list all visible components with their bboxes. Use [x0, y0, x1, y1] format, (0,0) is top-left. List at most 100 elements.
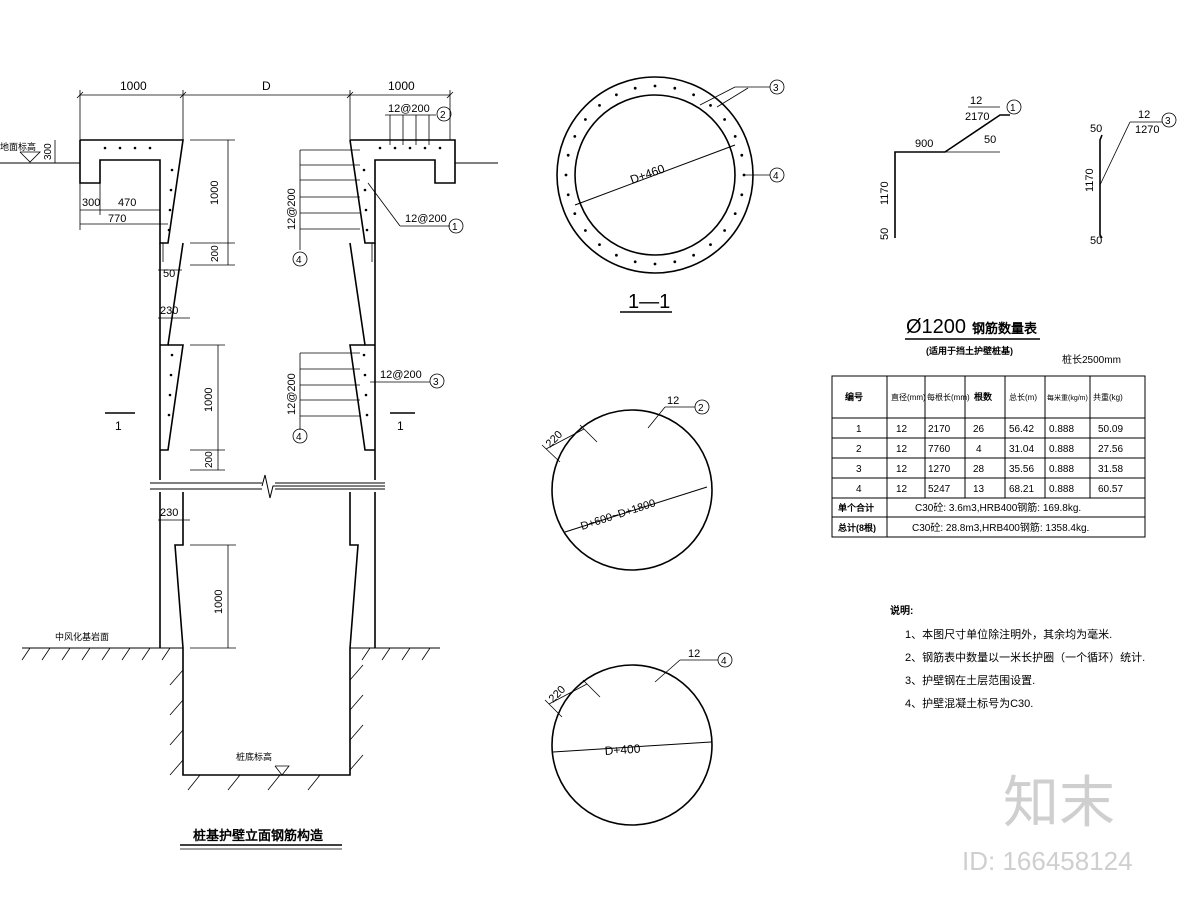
watermark-id: ID: 166458124: [962, 846, 1133, 876]
section-rebar-dot: [673, 260, 677, 264]
section-label: 1—1: [628, 291, 670, 313]
dim-1000-b: 1000: [203, 388, 215, 412]
table-cell: 1: [856, 424, 862, 435]
table-cell: 0.888: [1049, 464, 1074, 475]
section-rebar-dot: [709, 104, 712, 107]
note-item: 2、钢筋表中数量以一米长护圈（一个循环）统计.: [905, 650, 1145, 664]
sum2-label: 总计(8根): [838, 522, 876, 533]
section-diameter: D+460: [628, 161, 667, 186]
ring-2-detail: D+600~D+1800 220 12 2: [541, 395, 713, 571]
section-callout-4: 4: [773, 171, 779, 182]
dim-230-a: 230: [160, 305, 178, 317]
bar1-dia: 12: [970, 95, 982, 107]
section-rebar-dot: [723, 118, 726, 121]
section-rebar-dot: [584, 229, 587, 232]
table-cell: 68.21: [1009, 484, 1034, 495]
dim-770: 770: [108, 213, 126, 225]
section-rebar-dot: [692, 93, 695, 97]
ring2-number: 2: [698, 403, 704, 414]
bar-3-shape: 12 1270 3 50 1170 50: [1084, 109, 1177, 247]
dim-300: 300: [82, 197, 100, 209]
section-rebar-dot: [740, 153, 744, 157]
table-cell: 4: [856, 484, 862, 495]
section-callout-3: 3: [773, 83, 779, 94]
notes-block: 说明: 1、本图尺寸单位除注明外，其余均为毫米. 2、钢筋表中数量以一米长护圈（…: [890, 604, 1145, 710]
bar3-hook-top: 50: [1090, 123, 1102, 135]
section-rebar-dots: [564, 84, 746, 266]
th-total: 总长(m): [1009, 392, 1037, 402]
bar3-hook-bot: 50: [1090, 235, 1102, 247]
section-rebar-dot: [653, 262, 657, 266]
note-item: 4、护壁混凝土标号为C30.: [905, 696, 1033, 710]
dim-200-a: 200: [210, 245, 221, 262]
shaft-hatch: [169, 664, 364, 791]
th-count: 根数: [974, 391, 993, 402]
ring2-diameter: D+600~D+1800: [579, 497, 657, 533]
section-rebar-dot: [584, 118, 587, 121]
bar-1-shape: 12 2170 1 900 50 1170 50: [879, 95, 1022, 240]
table-cell: 2170: [928, 424, 951, 435]
table-cell: 27.56: [1098, 444, 1123, 455]
ring4-number: 4: [721, 656, 727, 667]
bar1-number: 1: [1010, 103, 1016, 114]
rebar-1-number: 1: [452, 222, 458, 233]
bar1-hook: 50: [984, 134, 996, 146]
ring4-bar: 12: [688, 648, 700, 660]
section-rebar-dot: [573, 135, 577, 138]
table-cell: 1270: [928, 464, 951, 475]
table-cell: 12: [896, 464, 908, 475]
rebar-3-label: 12@200: [380, 369, 422, 381]
elevation-title: 桩基护壁立面钢筋构造: [193, 828, 324, 843]
table-cell: 26: [973, 424, 985, 435]
rebar-vert-1-label: 12@200: [286, 188, 298, 230]
rock-surface-label: 中风化基岩面: [55, 631, 109, 642]
section-rebar-dot: [566, 193, 570, 197]
table-cell: 12: [896, 444, 908, 455]
section-1-1: D+460 3 4 1—1: [556, 76, 785, 313]
th-no: 编号: [845, 391, 863, 402]
dim-top-left: 1000: [120, 79, 147, 93]
rebar-table: 编号 直径(mm) 每根长(mm) 根数 总长(m) 每米重(kg/m) 共重(…: [831, 375, 1146, 538]
section-rebar-dot: [633, 86, 637, 90]
table-cell: 12: [896, 424, 908, 435]
dim-50: 50: [163, 268, 175, 280]
bar1-len: 2170: [965, 111, 989, 123]
table-note: 桩长2500mm: [1062, 353, 1121, 366]
rebar-top-label: 12@200: [388, 103, 430, 115]
bar3-number: 3: [1165, 116, 1171, 127]
dim-top-right: 1000: [388, 79, 415, 93]
elevation-view: 1000 D 1000 地面标高 300 12@: [0, 79, 498, 850]
table-cell: 13: [973, 484, 985, 495]
dim-1000-c: 1000: [213, 590, 225, 614]
watermark-logo: 知末: [1003, 771, 1115, 834]
th-dia: 直径(mm): [891, 392, 926, 402]
table-cell: 31.58: [1098, 464, 1123, 475]
section-rebar-dot: [709, 243, 712, 247]
note-item: 1、本图尺寸单位除注明外，其余均为毫米.: [905, 627, 1112, 641]
th-weight: 共重(kg): [1093, 392, 1123, 402]
watermark: 知末 ID: 166458124: [962, 771, 1133, 876]
rebar-vert-1-number: 4: [296, 255, 302, 266]
ring4-diameter: D+400: [604, 742, 641, 758]
section-rebar-dot: [598, 104, 601, 107]
bar1-h: 900: [915, 138, 933, 150]
bar1-v: 1170: [879, 181, 891, 205]
table-cell: 4: [976, 444, 982, 455]
table-cell: 35.56: [1009, 464, 1034, 475]
ring2-bar: 12: [667, 395, 679, 407]
table-subtitle: (适用于挡土护壁桩基): [926, 345, 1013, 356]
section-rebar-dot: [564, 173, 568, 177]
rock-hatch: [21, 647, 431, 661]
section-rebar-dot: [598, 243, 601, 247]
section-rebar-dot: [742, 173, 746, 177]
sum1-value: C30砼: 3.6m3,HRB400钢筋: 169.8kg.: [915, 501, 1081, 514]
table-cell: 60.57: [1098, 484, 1123, 495]
table-cell: 50.09: [1098, 424, 1123, 435]
table-cell: 2: [856, 444, 862, 455]
rebar-3-number: 3: [433, 377, 439, 388]
rebar-1-label: 12@200: [405, 213, 447, 225]
section-rebar-dot: [566, 153, 570, 157]
th-unitw: 每米重(kg/m): [1047, 393, 1088, 402]
dim-200-b: 200: [204, 451, 215, 468]
